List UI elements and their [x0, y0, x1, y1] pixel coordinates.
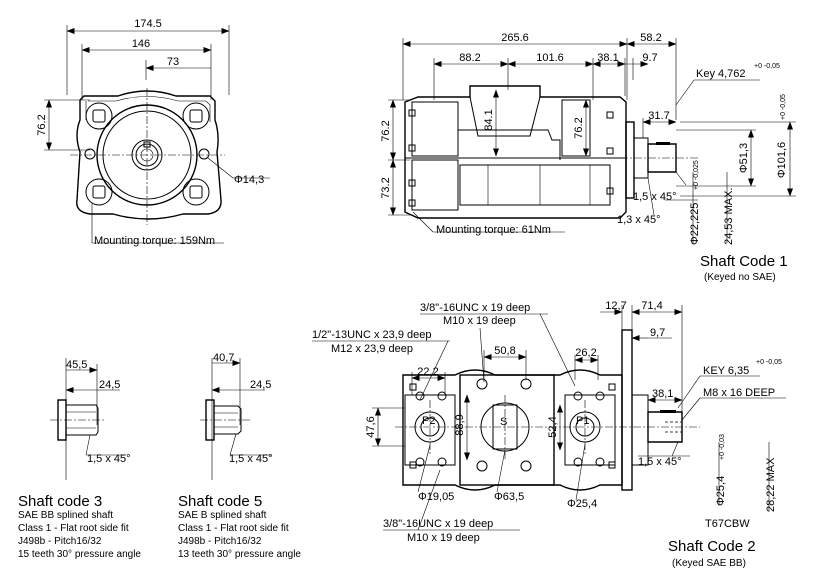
- dim-flange-depth: 58.2: [640, 32, 661, 44]
- sc5-line-1: SAE B splined shaft: [178, 510, 267, 521]
- dim-88: 88.2: [459, 52, 480, 64]
- dim-overall-width: 174.5: [134, 18, 162, 30]
- front-view: 174.5 146 73 76.2: [36, 18, 270, 247]
- shaft-code-1-subtitle: (Keyed no SAE): [704, 272, 776, 283]
- dim-bolt-span: 146: [132, 38, 150, 50]
- sc5-chamfer: 1,5 x 45°: [229, 453, 273, 465]
- sc3-line-2: Class 1 - Flat root side fit: [18, 523, 129, 534]
- port-p1-label: P1: [576, 415, 589, 427]
- chamfer-2: 1,3 x 45°: [617, 214, 661, 226]
- top-view: 3/8"-16UNC x 19 deep M10 x 19 deep 1/2"-…: [312, 300, 786, 544]
- side-view: 265.6 58.2 88.2 101.6 38.1 9.7 76.2 73.2: [380, 32, 796, 245]
- sc5-line-3: J498b - Pitch16/32: [178, 536, 262, 547]
- spigot-tolerance: +0 -0,05: [780, 94, 787, 120]
- shaft-code-5-view: 40,7 24,5 1,5 x 45°: [200, 352, 273, 480]
- key-label-2: KEY 6,35: [703, 365, 749, 377]
- dim-half-span: 73: [167, 56, 179, 68]
- dim-9-top: 9,7: [650, 327, 665, 339]
- hole-diameter: Φ14,3: [234, 174, 264, 186]
- dim-12: 12,7: [605, 300, 626, 312]
- sc3-line-3: J498b - Pitch16/32: [18, 536, 102, 547]
- top-shaft-tolerance: +0 -0,03: [719, 434, 726, 460]
- callout-upper-line2: M10 x 19 deep: [443, 315, 516, 327]
- sc5-length: 40,7: [213, 352, 234, 364]
- key-tolerance-1: +0 -0,05: [754, 63, 780, 70]
- dim-outlet-height: 76.2: [573, 117, 585, 138]
- callout-lower-line2: M10 x 19 deep: [407, 532, 480, 544]
- sc5-line-2: Class 1 - Flat root side fit: [178, 523, 289, 534]
- dia-19: Φ19,05: [418, 491, 454, 503]
- shaft-code-2-subtitle: (Keyed SAE BB): [672, 558, 746, 569]
- shaft-code-5-title: Shaft code 5: [178, 493, 262, 510]
- model-name: T67CBW: [705, 518, 750, 530]
- dim-38: 38.1: [597, 52, 618, 64]
- callout-left-line2: M12 x 23,9 deep: [331, 343, 413, 355]
- sc5-spline: 24,5: [250, 379, 271, 391]
- mounting-torque-front: Mounting torque: 159Nm: [94, 235, 215, 247]
- dim-22: 22,2: [417, 366, 438, 378]
- dim-overall-length: 265.6: [501, 32, 529, 44]
- port-p2-label: P2: [422, 415, 435, 427]
- top-shaft-diameter: Φ25,4: [715, 476, 727, 506]
- sc3-line-1: SAE BB splined shaft: [18, 510, 113, 521]
- sc3-spline: 24,5: [99, 379, 120, 391]
- dim-max-length: 24,53 MAX.: [723, 188, 735, 245]
- sc5-line-4: 13 teeth 30° pressure angle: [178, 549, 301, 560]
- sc3-chamfer: 1,5 x 45°: [87, 453, 131, 465]
- shaft-code-2-title: Shaft Code 2: [668, 538, 756, 555]
- callout-upper-line1: 3/8"-16UNC x 19 deep: [420, 302, 530, 314]
- shaft-tolerance: +0 -0,025: [693, 160, 700, 190]
- dim-inlet-height: 84.1: [483, 109, 495, 130]
- shaft-code-3-title: Shaft code 3: [18, 493, 102, 510]
- top-max-length: 28,22 MAX: [765, 457, 777, 512]
- dim-height-lower: 73.2: [380, 177, 392, 198]
- shaft-code-1-title: Shaft Code 1: [700, 253, 788, 270]
- dim-88: 88,9: [454, 414, 466, 435]
- dim-step-diameter: Φ51,3: [738, 143, 750, 173]
- dim-shaft-diameter: Φ22,225: [689, 203, 701, 245]
- key-tolerance-2: +0 -0,05: [756, 359, 782, 366]
- dim-height: 76.2: [36, 114, 48, 135]
- shaft-code-3-view: 45,5 24,5 1,5 x 45°: [50, 358, 131, 480]
- dia-63: Φ63,5: [494, 491, 524, 503]
- dim-52: 52,4: [547, 416, 559, 437]
- chamfer-1: 1,5 x 45°: [633, 191, 677, 203]
- thread-m8: M8 x 16 DEEP: [703, 387, 775, 399]
- dim-9: 9.7: [642, 52, 657, 64]
- sc3-length: 45,5: [66, 359, 87, 371]
- callout-left-line1: 1/2"-13UNC x 23,9 deep: [312, 329, 431, 341]
- port-s-label: S: [500, 416, 507, 428]
- dim-height-upper: 76.2: [380, 120, 392, 141]
- dim-spigot-diameter: Φ101,6: [776, 142, 788, 178]
- dim-38-top: 38,1: [652, 388, 673, 400]
- dim-50: 50,8: [494, 345, 515, 357]
- dim-26: 26,2: [575, 347, 596, 359]
- dim-101: 101.6: [536, 52, 564, 64]
- sc3-line-4: 15 teeth 30° pressure angle: [18, 549, 141, 560]
- callout-lower-line1: 3/8"-16UNC x 19 deep: [383, 518, 493, 530]
- key-label-1: Key 4,762: [696, 68, 746, 80]
- mounting-torque-side: Mounting torque: 61Nm: [436, 224, 551, 236]
- top-chamfer: 1,5 x 45°: [638, 456, 682, 468]
- dim-71: 71,4: [641, 300, 662, 312]
- dia-25: Φ25,4: [567, 498, 597, 510]
- dim-47: 47,6: [365, 416, 377, 437]
- dim-shaft-length: 31.7: [648, 110, 669, 122]
